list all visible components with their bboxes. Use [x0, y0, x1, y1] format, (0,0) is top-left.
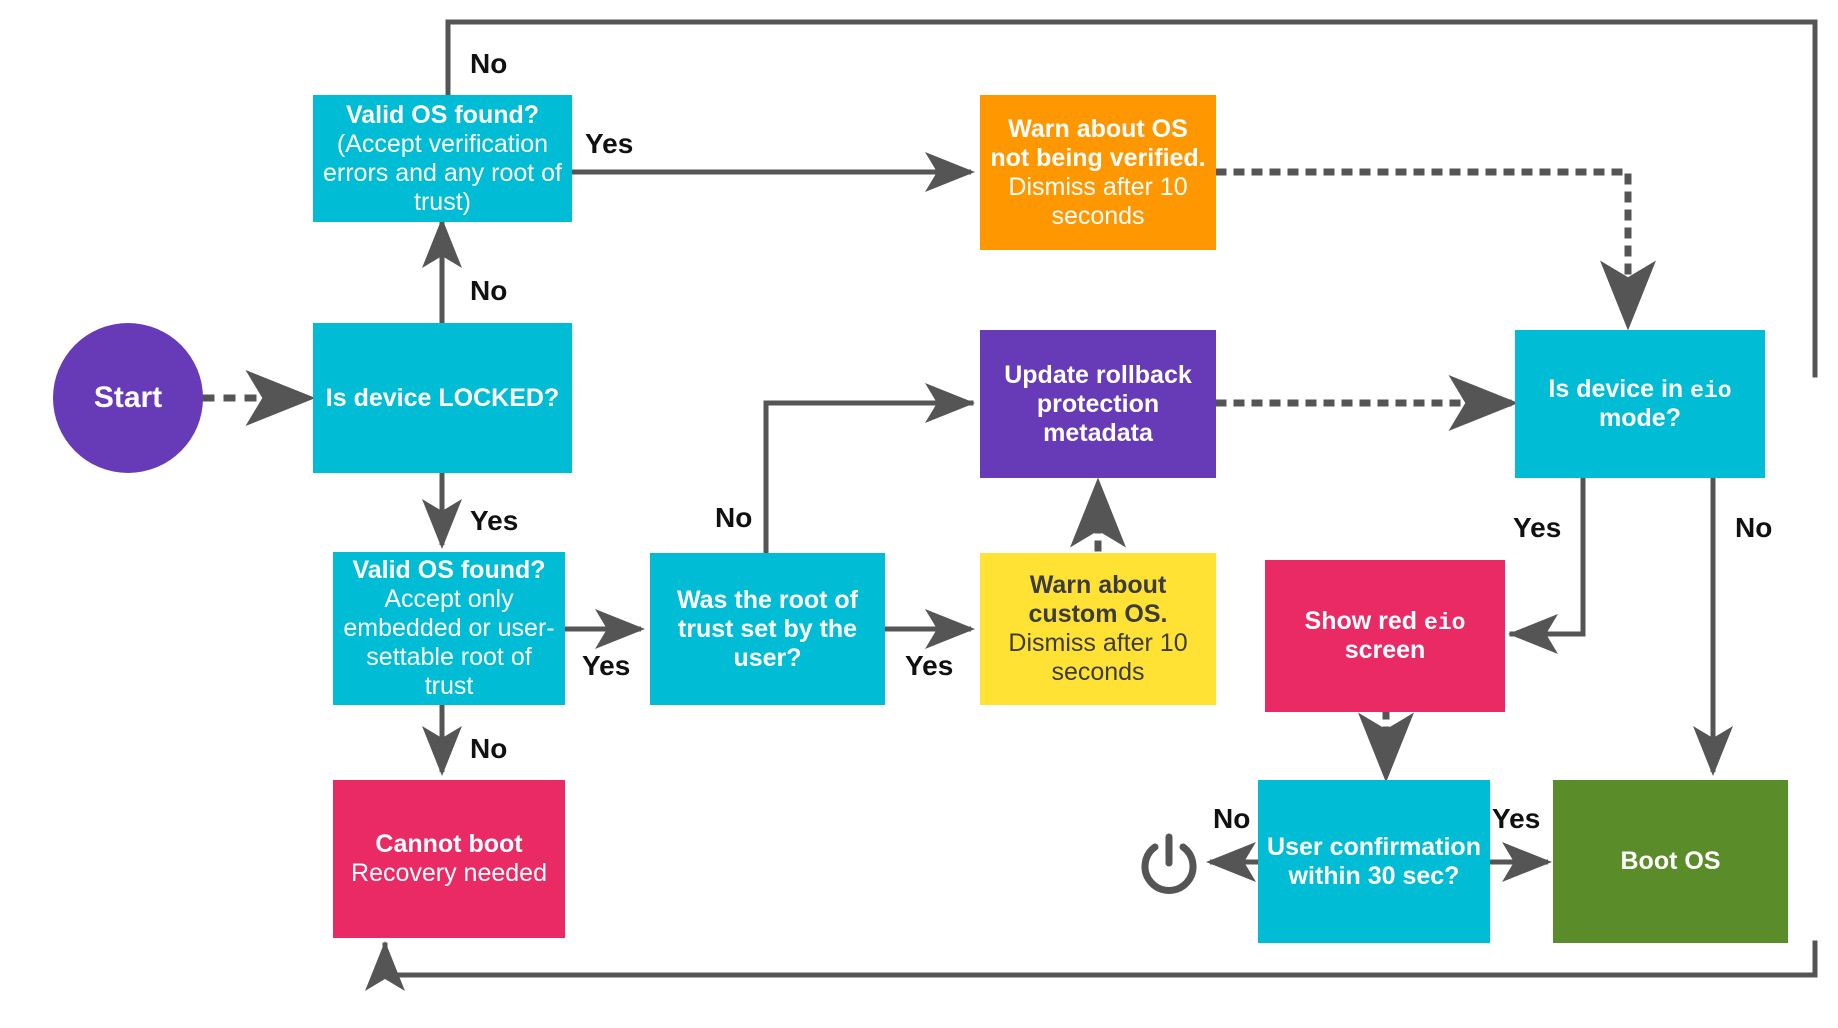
- node-valid-os-unlocked[interactable]: Valid OS found? (Accept verification err…: [313, 95, 572, 222]
- node-start[interactable]: Start: [53, 323, 203, 473]
- node-valid-os-unlocked-subtitle: (Accept verification errors and any root…: [322, 129, 562, 216]
- label-validos-yes: Yes: [582, 650, 631, 681]
- node-update-rollback-title: Update rollback protection metadata: [1004, 360, 1192, 447]
- label-confirm-no: No: [1213, 803, 1251, 834]
- edge-bottom-loop-to-cannotboot: [365, 940, 1818, 991]
- node-warn-unverified-os-subtitle: Dismiss after 10 seconds: [1008, 172, 1188, 230]
- node-show-red-eio[interactable]: Show red eio screen: [1265, 560, 1505, 712]
- label-eio-no: No: [1735, 512, 1773, 543]
- label-unlocked-yes: Yes: [585, 128, 634, 159]
- node-valid-os-locked-subtitle: Accept only embedded or user-settable ro…: [343, 585, 555, 700]
- label-locked-up-no: No: [470, 275, 508, 306]
- label-top-no: No: [470, 48, 508, 79]
- node-cannot-boot-title: Cannot boot: [375, 830, 523, 858]
- node-valid-os-locked-title: Valid OS found?: [352, 556, 546, 584]
- node-warn-custom-os-title: Warn about custom OS.: [1028, 571, 1168, 628]
- node-is-device-locked[interactable]: Is device LOCKED?: [313, 323, 572, 473]
- node-warn-unverified-os[interactable]: Warn about OS not being verified. Dismis…: [980, 95, 1216, 250]
- node-boot-os[interactable]: Boot OS: [1553, 780, 1788, 943]
- node-warn-unverified-os-title: Warn about OS not being verified.: [990, 114, 1206, 172]
- node-update-rollback[interactable]: Update rollback protection metadata: [980, 330, 1216, 478]
- label-rot-yes: Yes: [905, 650, 954, 681]
- eio-keyword: eio: [1424, 609, 1466, 636]
- node-show-red-eio-title: Show red eio screen: [1304, 606, 1466, 665]
- edge-eio-yes-to-redscreen: [1507, 475, 1586, 654]
- label-confirm-yes: Yes: [1492, 803, 1541, 834]
- node-is-device-eio-title: Is device in eio mode?: [1548, 374, 1732, 433]
- node-root-of-trust-user[interactable]: Was the root of trust set by the user?: [650, 553, 885, 705]
- node-warn-custom-os[interactable]: Warn about custom OS. Dismiss after 10 s…: [980, 553, 1216, 705]
- node-start-title: Start: [93, 380, 163, 414]
- edge-unlocked-no-loop: [445, 19, 1818, 378]
- label-locked-yes: Yes: [470, 505, 519, 536]
- node-boot-os-title: Boot OS: [1620, 847, 1721, 875]
- node-is-device-locked-title: Is device LOCKED?: [325, 383, 560, 412]
- node-user-confirmation-title: User confirmation within 30 sec?: [1267, 832, 1481, 890]
- node-valid-os-locked[interactable]: Valid OS found? Accept only embedded or …: [333, 552, 565, 705]
- eio-keyword: eio: [1690, 377, 1732, 404]
- node-is-device-eio[interactable]: Is device in eio mode?: [1515, 330, 1765, 478]
- node-cannot-boot-subtitle: Recovery needed: [351, 859, 547, 887]
- node-valid-os-unlocked-title: Valid OS found?: [345, 100, 540, 129]
- node-user-confirmation[interactable]: User confirmation within 30 sec?: [1258, 780, 1490, 943]
- label-validos-no: No: [470, 733, 508, 764]
- node-warn-custom-os-subtitle: Dismiss after 10 seconds: [1008, 629, 1188, 686]
- node-cannot-boot[interactable]: Cannot boot Recovery needed: [333, 780, 565, 938]
- label-eio-yes: Yes: [1513, 512, 1562, 543]
- node-root-of-trust-user-title: Was the root of trust set by the user?: [676, 585, 858, 672]
- power-off-icon: [1133, 827, 1205, 899]
- label-rot-no: No: [715, 502, 753, 533]
- edge-rot-no-to-rollback: [763, 383, 976, 556]
- edge-warnunverified-to-eio: [1215, 168, 1656, 331]
